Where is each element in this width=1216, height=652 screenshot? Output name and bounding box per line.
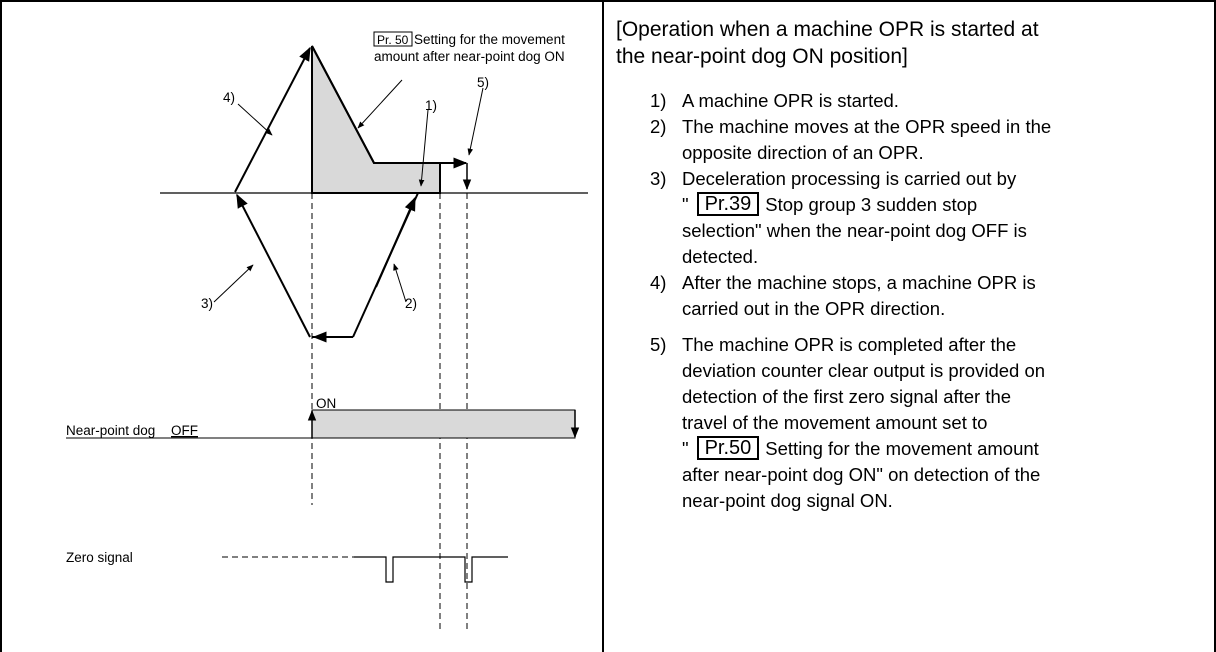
pr50-caption-line1: Setting for the movement — [414, 32, 565, 47]
step-number: 1) — [650, 90, 667, 111]
pr50-parameter-box: Pr.50 — [696, 436, 760, 460]
profile-down-3 — [236, 193, 311, 338]
title-line-2: the near-point dog ON position] — [616, 45, 908, 68]
step-1: 1) A machine OPR is started. — [650, 88, 1202, 114]
marker-4: 4) — [223, 90, 235, 105]
leader-1 — [418, 109, 429, 187]
pr50-label: Pr. 50 — [377, 33, 409, 47]
pr50-area — [311, 45, 441, 194]
step-text: opposite direction of an OPR. — [682, 142, 924, 163]
step-text: The machine moves at the OPR speed in th… — [682, 116, 1052, 137]
marker-1: 1) — [425, 98, 437, 113]
step-text: deviation counter clear output is provid… — [682, 360, 1046, 381]
zero-signal-wave — [354, 556, 508, 583]
leader-5 — [467, 87, 484, 156]
zero-signal-label: Zero signal — [66, 550, 133, 565]
profile-start-arrow — [375, 196, 416, 288]
step-text: The machine OPR is completed after the — [682, 334, 1017, 355]
step-text: Setting for the movement amount — [765, 438, 1039, 459]
title-line-1: [Operation when a machine OPR is started… — [616, 18, 1039, 41]
quote-mark: " — [682, 438, 689, 459]
pr39-parameter-box: Pr.39 — [696, 192, 760, 216]
step-number: 3) — [650, 168, 667, 189]
steps-list: 1) A machine OPR is started. 2) The mach… — [650, 88, 1202, 514]
panel-divider — [602, 0, 604, 652]
step-5: 5) The machine OPR is completed after th… — [650, 332, 1202, 514]
step-number: 2) — [650, 116, 667, 137]
on-label: ON — [316, 396, 336, 411]
step-text: detection of the first zero signal after… — [682, 386, 1012, 407]
step-number: 5) — [650, 334, 667, 355]
opr-timing-diagram: Pr. 50 Setting for the movement amount a… — [66, 31, 588, 630]
leader-2 — [393, 263, 407, 303]
step-text: detected. — [682, 246, 759, 267]
operation-title: [Operation when a machine OPR is started… — [616, 16, 1206, 70]
step-text: Deceleration processing is carried out b… — [682, 168, 1017, 189]
profile-rise-4 — [234, 46, 311, 193]
step-text: After the machine stops, a machine OPR i… — [682, 272, 1036, 293]
leader-4 — [237, 103, 273, 136]
step-text: after near-point dog ON" on detection of… — [682, 464, 1041, 485]
step-3: 3) Deceleration processing is carried ou… — [650, 166, 1202, 270]
step-text: A machine OPR is started. — [682, 90, 899, 111]
step-text: Stop group 3 sudden stop — [765, 194, 978, 215]
near-point-dog-label: Near-point dog — [66, 423, 155, 438]
leader-3 — [213, 264, 254, 303]
leader-pr50 — [357, 79, 403, 129]
quote-mark: " — [682, 194, 689, 215]
marker-5: 5) — [477, 75, 489, 90]
pr50-caption-line2: amount after near-point dog ON — [374, 49, 565, 64]
marker-3: 3) — [201, 296, 213, 311]
step-text: near-point dog signal ON. — [682, 490, 893, 511]
marker-2: 2) — [405, 296, 417, 311]
step-text: carried out in the OPR direction. — [682, 298, 946, 319]
pr50-label-box — [373, 31, 413, 47]
speed-profile — [311, 45, 456, 164]
step-text: selection" when the near-point dog OFF i… — [682, 220, 1027, 241]
near-point-on-pulse — [311, 409, 576, 439]
off-label: OFF — [171, 423, 198, 438]
step-2: 2) The machine moves at the OPR speed in… — [650, 114, 1202, 166]
step-text: travel of the movement amount set to — [682, 412, 988, 433]
step-number: 4) — [650, 272, 667, 293]
step-4: 4) After the machine stops, a machine OP… — [650, 270, 1202, 322]
